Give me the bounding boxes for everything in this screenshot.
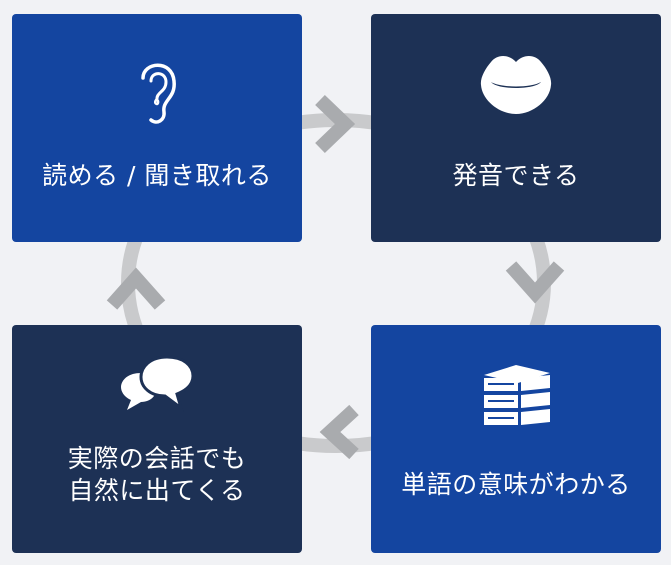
step-card-read-listen: 読める / 聞き取れる bbox=[12, 14, 302, 242]
speech-bubbles-icon bbox=[12, 353, 302, 413]
arrow-left-icon bbox=[319, 404, 359, 460]
lips-icon bbox=[371, 52, 661, 118]
step-label: 発音できる bbox=[452, 161, 580, 190]
step-card-pronounce: 発音できる bbox=[371, 14, 661, 242]
step-card-vocabulary: 単語の意味がわかる bbox=[371, 325, 661, 553]
step-label-multiline: 実際の会話でも 自然に出てくる bbox=[12, 443, 302, 507]
arrow-down-icon bbox=[505, 261, 565, 304]
arrow-up-icon bbox=[106, 267, 166, 310]
step-label: 読める / 聞き取れる bbox=[42, 161, 272, 190]
step-label: 単語の意味がわかる bbox=[401, 470, 631, 499]
step-label-line: 実際の会話でも bbox=[67, 444, 247, 473]
arrow-right-icon bbox=[315, 94, 356, 154]
book-stack-icon bbox=[371, 361, 661, 431]
step-label-line: 自然に出てくる bbox=[68, 476, 246, 505]
step-card-conversation: 実際の会話でも 自然に出てくる bbox=[12, 325, 302, 553]
ear-icon bbox=[12, 54, 302, 128]
